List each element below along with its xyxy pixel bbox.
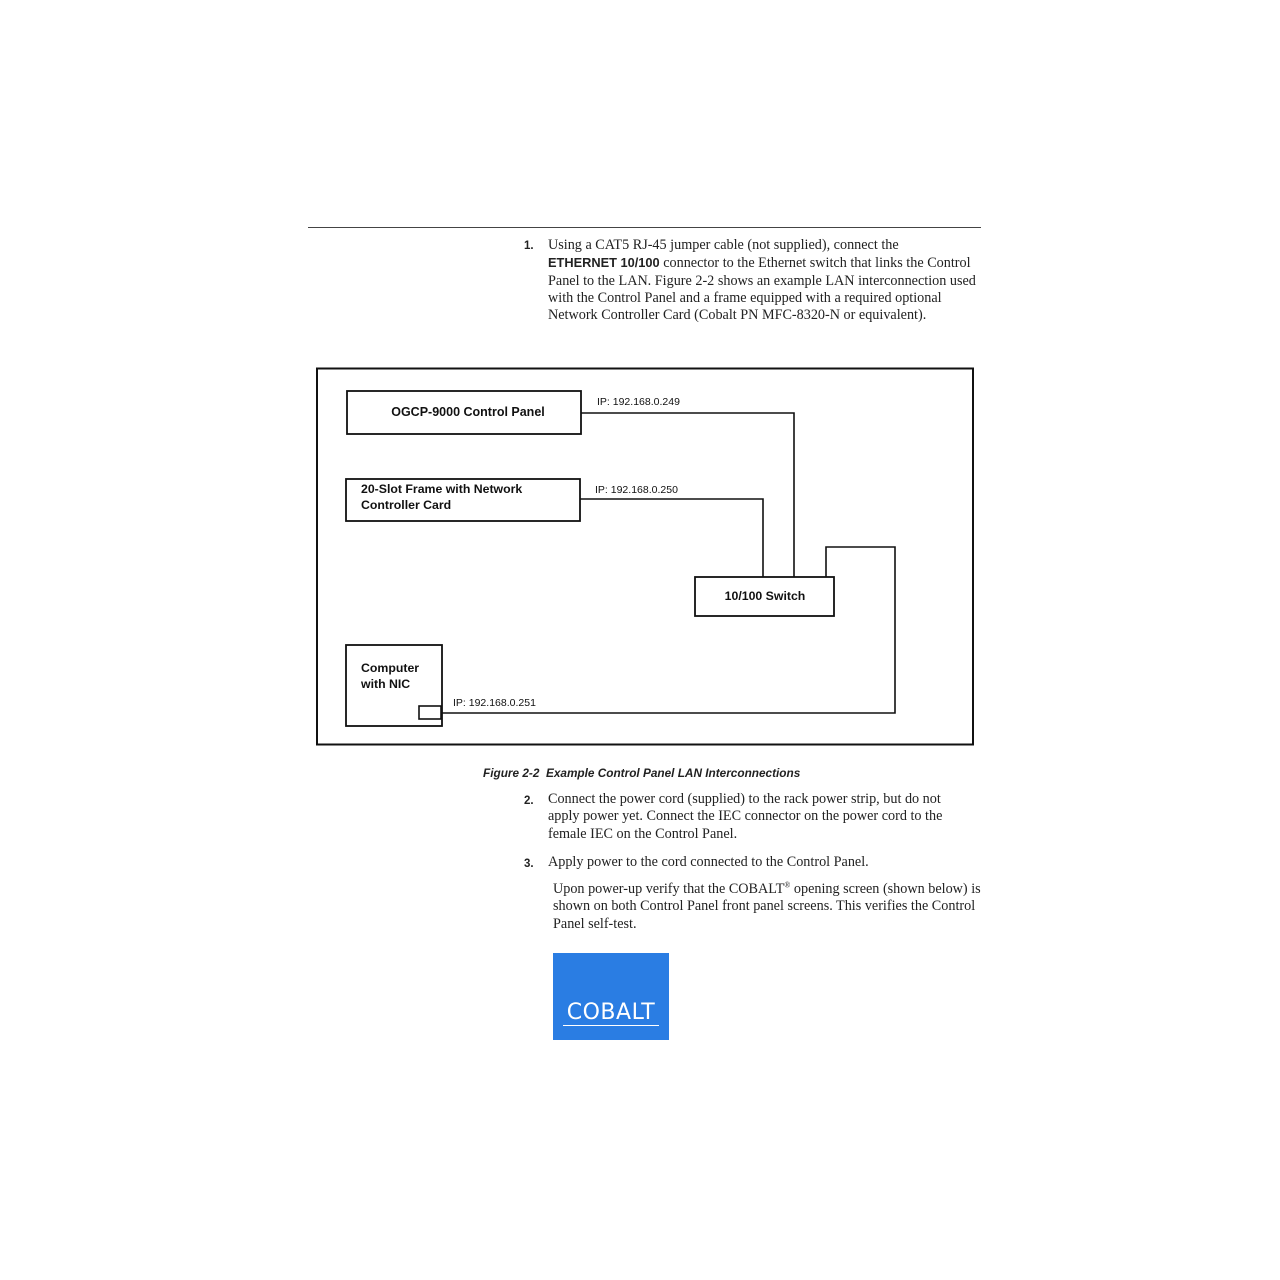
step-2-number: 2.: [524, 795, 534, 807]
cobalt-logo: COBALT: [553, 953, 669, 1040]
node-computer: Computer with NIC: [345, 644, 443, 727]
node-computer-label-line1: Computer: [361, 661, 419, 675]
figure-caption: Figure 2-2 Example Control Panel LAN Int…: [483, 766, 800, 780]
cobalt-logo-text: COBALT: [566, 1000, 656, 1025]
ethernet-connector-keyword: ETHERNET 10/100: [548, 255, 660, 271]
nic-port-icon: [418, 705, 442, 720]
lan-diagram: OGCP-9000 Control Panel IP: 192.168.0.24…: [316, 367, 974, 746]
step-1-text-before: Using a CAT5 RJ-45 jumper cable (not sup…: [548, 237, 899, 253]
step-3-note-after: opening screen (shown below) is shown on…: [553, 881, 981, 932]
step-3-note: Upon power-up verify that the COBALT® op…: [553, 881, 981, 933]
node-frame: 20-Slot Frame with Network Controller Ca…: [345, 478, 581, 522]
step-2-text: Connect the power cord (supplied) to the…: [548, 791, 943, 842]
figure-frame: [316, 367, 974, 746]
edge-computer-switch: [441, 546, 896, 714]
top-rule: [308, 227, 981, 228]
node-computer-label-line2: with NIC: [360, 677, 410, 691]
figure-caption-number: Figure 2-2: [483, 766, 540, 780]
node-switch: 10/100 Switch: [694, 576, 835, 617]
ip-control-panel: IP: 192.168.0.249: [597, 396, 680, 408]
node-control-panel-label: OGCP-9000 Control Panel: [391, 405, 545, 419]
step-1-number: 1.: [524, 240, 534, 252]
ip-computer: IP: 192.168.0.251: [453, 697, 536, 709]
node-frame-label-line1: 20-Slot Frame with Network: [361, 482, 522, 496]
node-switch-label: 10/100 Switch: [725, 589, 806, 603]
step-3-number: 3.: [524, 858, 534, 870]
node-frame-label-line2: Controller Card: [361, 498, 451, 512]
step-1-text: Using a CAT5 RJ-45 jumper cable (not sup…: [548, 237, 978, 324]
figure-caption-title: Example Control Panel LAN Interconnectio…: [545, 766, 801, 780]
step-1-text-after: connector to the Ethernet switch that li…: [548, 255, 976, 324]
registered-mark: ®: [784, 880, 791, 890]
step-3-note-before: Upon power-up verify that the COBALT: [553, 881, 785, 897]
ip-frame: IP: 192.168.0.250: [595, 484, 678, 496]
edge-control-panel-switch: [581, 412, 795, 577]
step-3-text: Apply power to the cord connected to the…: [548, 854, 869, 870]
node-control-panel: OGCP-9000 Control Panel: [346, 390, 582, 435]
cobalt-logo-underline: [563, 1025, 659, 1026]
edge-frame-switch: [580, 498, 764, 577]
